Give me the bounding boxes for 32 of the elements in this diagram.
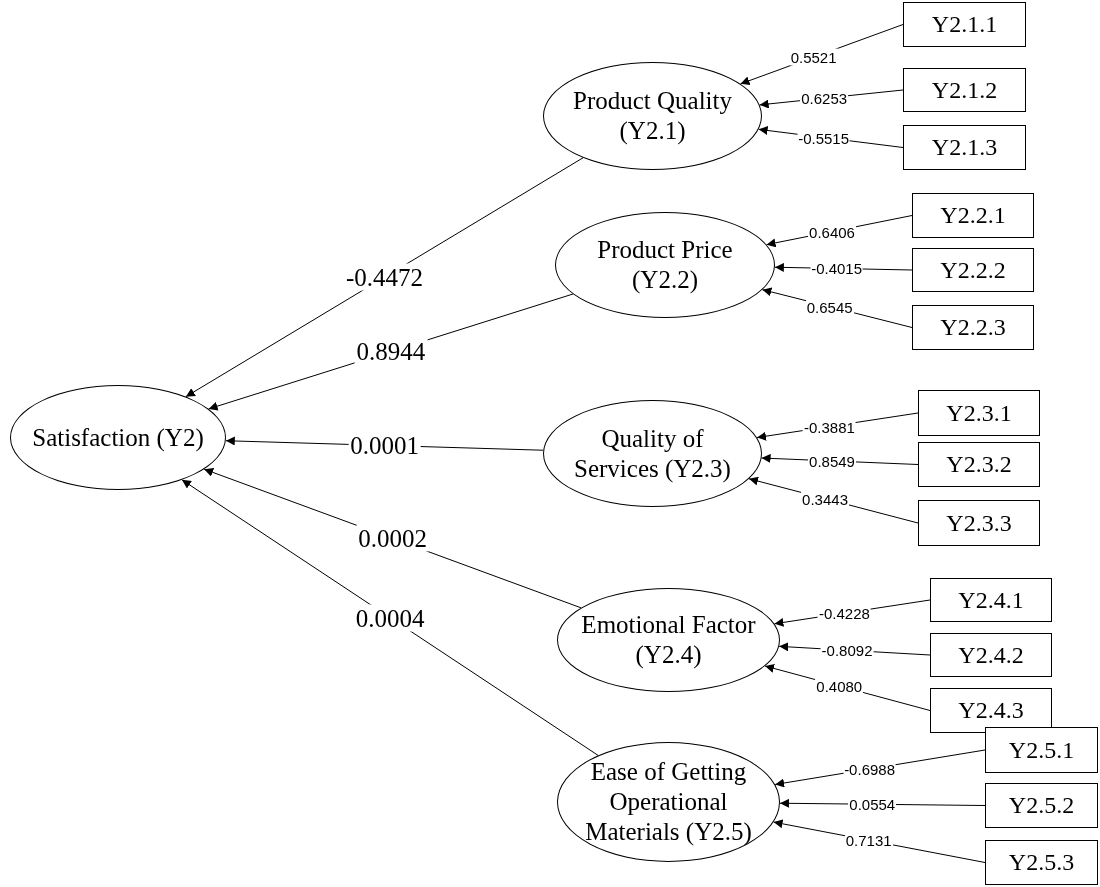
construct-ellipse: Satisfaction (Y2) (10, 385, 226, 490)
indicator-box: Y2.1.3 (903, 125, 1026, 170)
edge-label: 0.6545 (805, 298, 854, 316)
edge-label: 0.0002 (356, 525, 429, 552)
edge-label: 0.5521 (789, 48, 838, 66)
indicator-box: Y2.2.3 (912, 305, 1034, 350)
edge-label: -0.4472 (343, 263, 425, 291)
arrow (181, 479, 599, 756)
indicator-box: Y2.2.2 (912, 248, 1034, 292)
indicator-box: Y2.2.1 (912, 193, 1034, 238)
indicator-box: Y2.5.1 (985, 727, 1098, 773)
indicator-box: Y2.4.2 (930, 633, 1052, 677)
indicator-box: Y2.1.2 (903, 68, 1026, 112)
edge-label: 0.4080 (815, 677, 864, 695)
edge-label: 0.6406 (808, 223, 856, 240)
indicator-box: Y2.5.3 (985, 840, 1098, 885)
indicator-box: Y2.3.1 (918, 390, 1040, 436)
construct-ellipse: Product Quality (Y2.1) (543, 62, 762, 170)
indicator-box: Y2.4.1 (930, 578, 1052, 622)
arrow (185, 157, 584, 398)
edge-label: 0.3443 (801, 490, 849, 508)
construct-ellipse: Product Price (Y2.2) (555, 212, 775, 318)
indicator-box: Y2.5.2 (985, 783, 1098, 828)
construct-ellipse: Quality of Services (Y2.3) (543, 400, 762, 507)
edge-label: 0.8944 (354, 337, 428, 365)
edge-label: 0.0004 (353, 604, 427, 632)
construct-ellipse: Ease of Getting Operational Materials (Y2.5) (557, 742, 780, 862)
indicator-box: Y2.1.1 (903, 2, 1026, 47)
indicator-box: Y2.3.2 (918, 442, 1040, 487)
indicator-box: Y2.3.3 (918, 500, 1040, 546)
indicator-box: Y2.4.3 (930, 688, 1052, 733)
construct-ellipse: Emotional Factor (Y2.4) (557, 588, 780, 692)
